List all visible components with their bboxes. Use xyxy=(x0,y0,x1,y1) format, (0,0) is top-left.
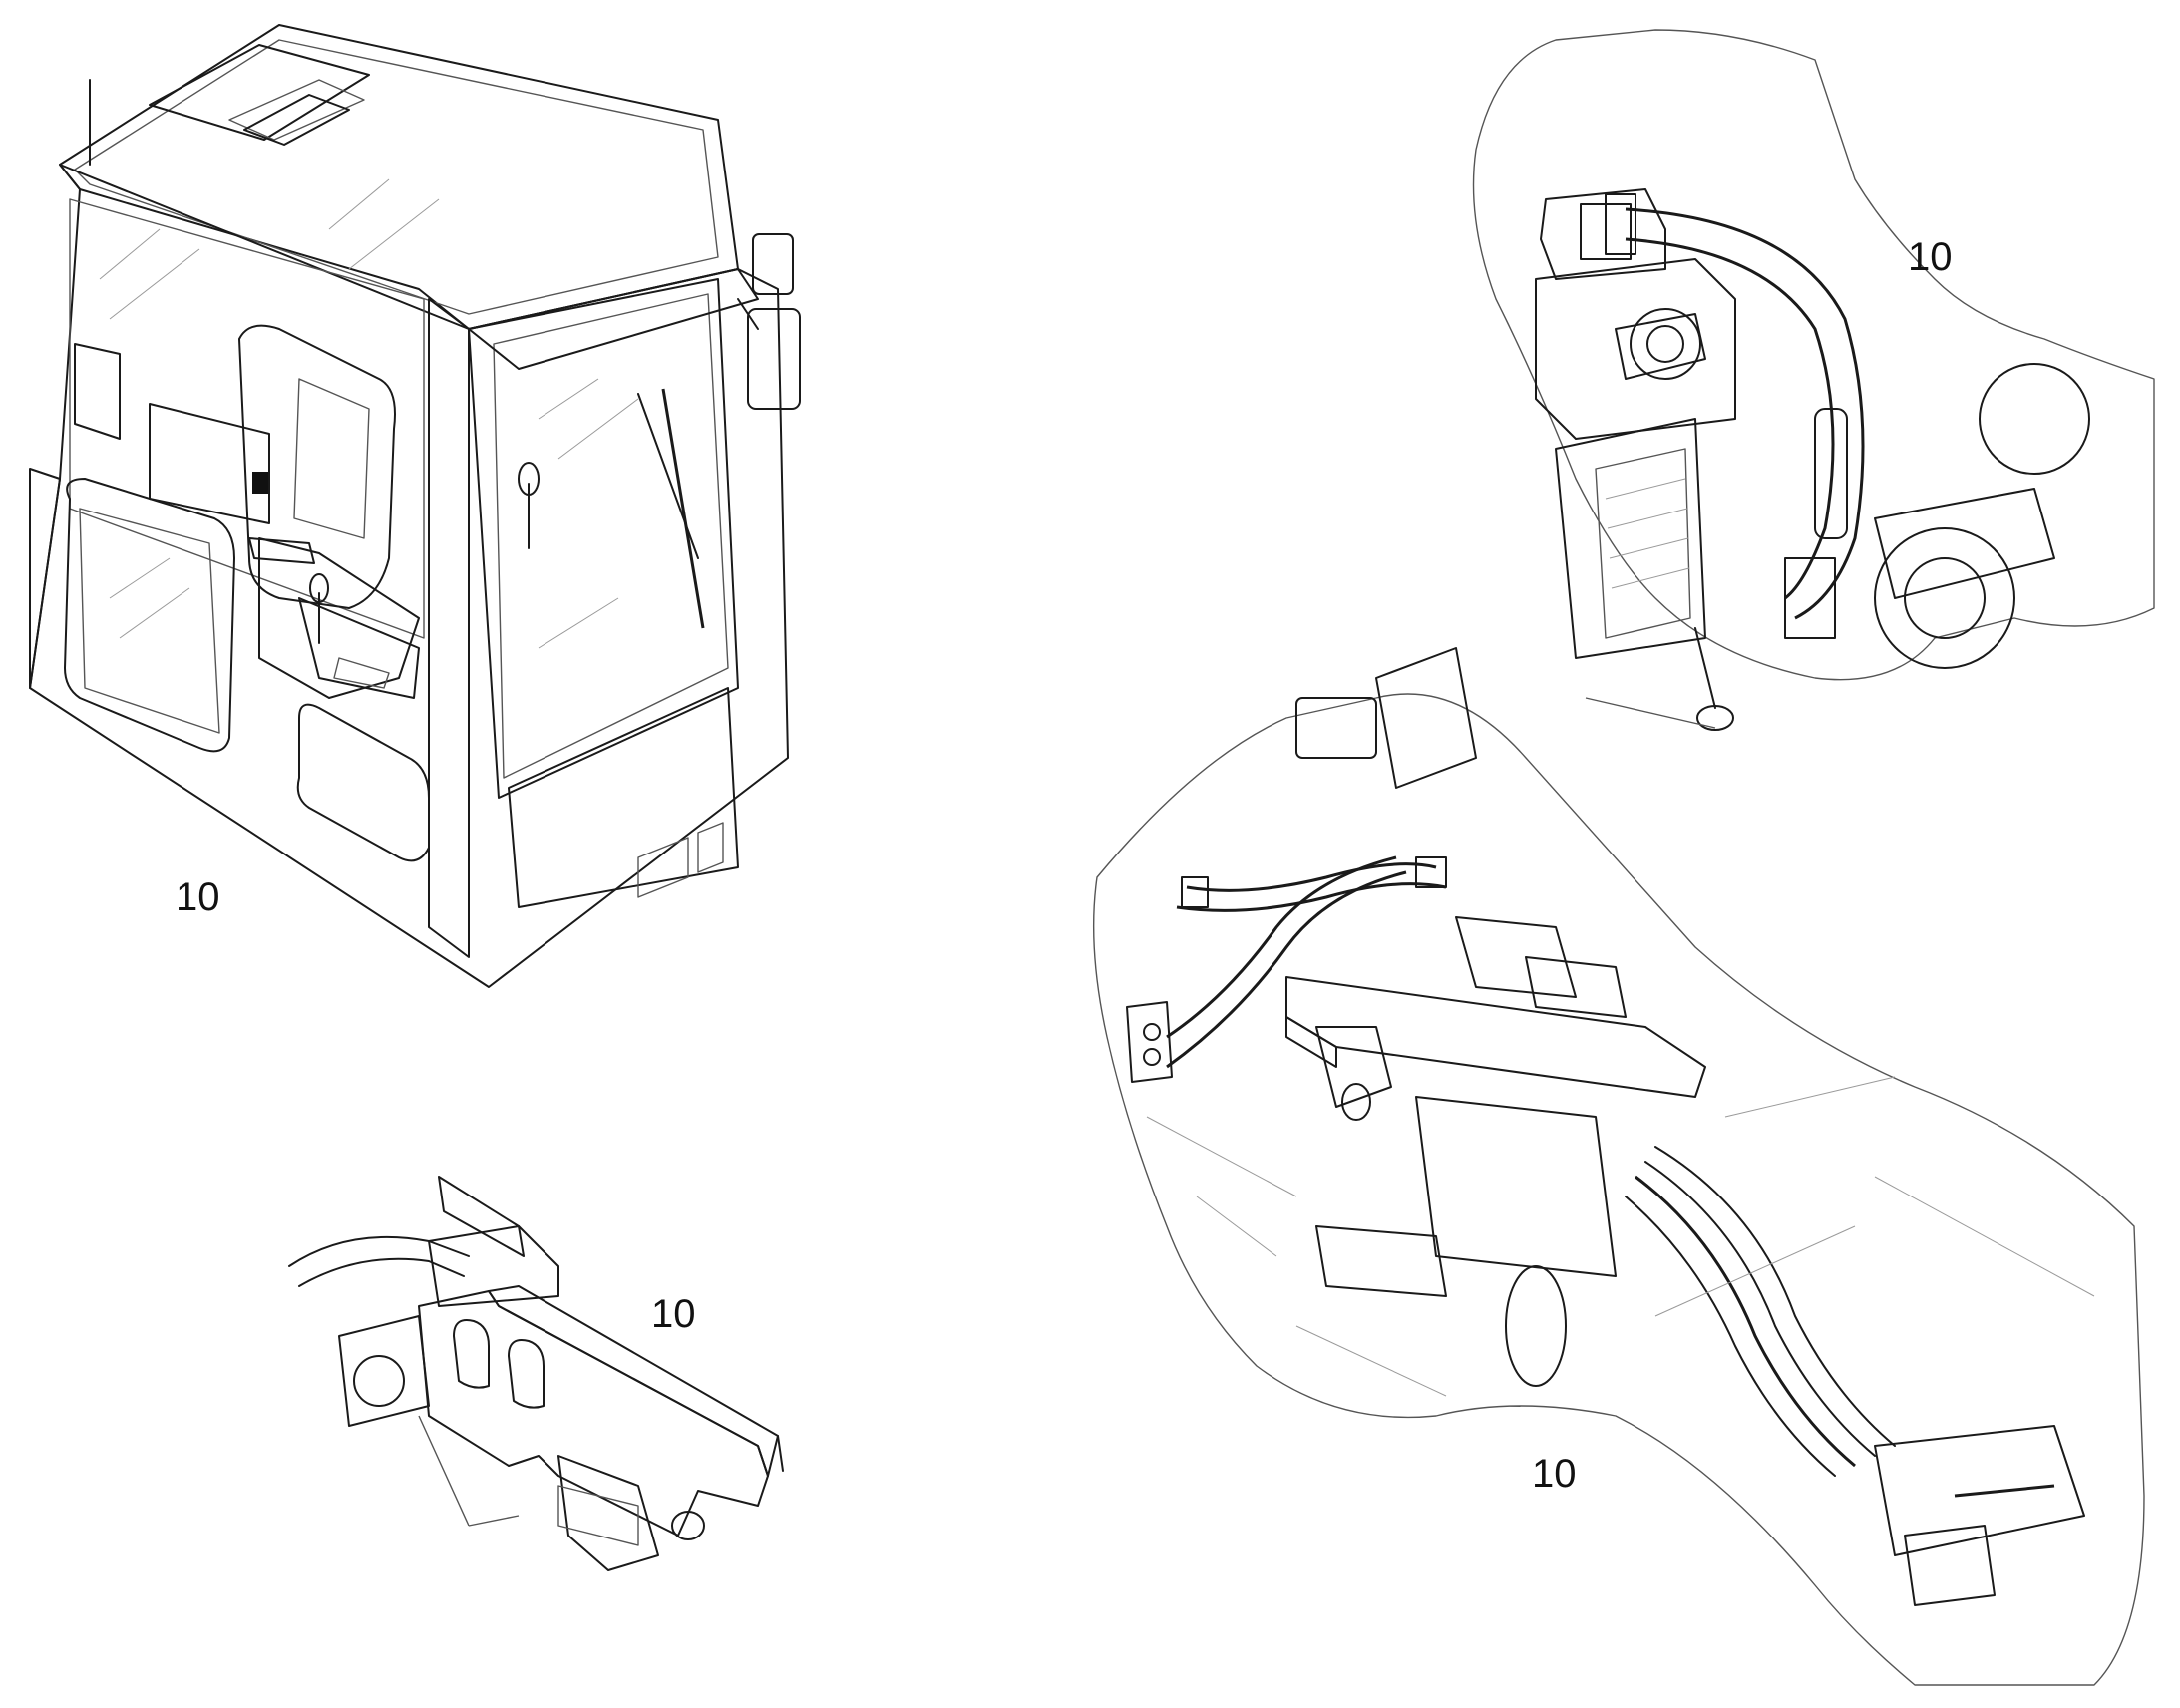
callout-pump: 10 xyxy=(1908,235,1953,279)
bracket-illustration xyxy=(288,1176,784,1571)
pump-hose-illustration xyxy=(1472,29,2155,731)
valve-assembly-illustration xyxy=(1092,647,2145,1686)
callout-bracket: 10 xyxy=(651,1292,696,1336)
callout-valve: 10 xyxy=(1532,1452,1577,1496)
callout-cab: 10 xyxy=(176,875,220,919)
cab-illustration xyxy=(29,24,801,988)
